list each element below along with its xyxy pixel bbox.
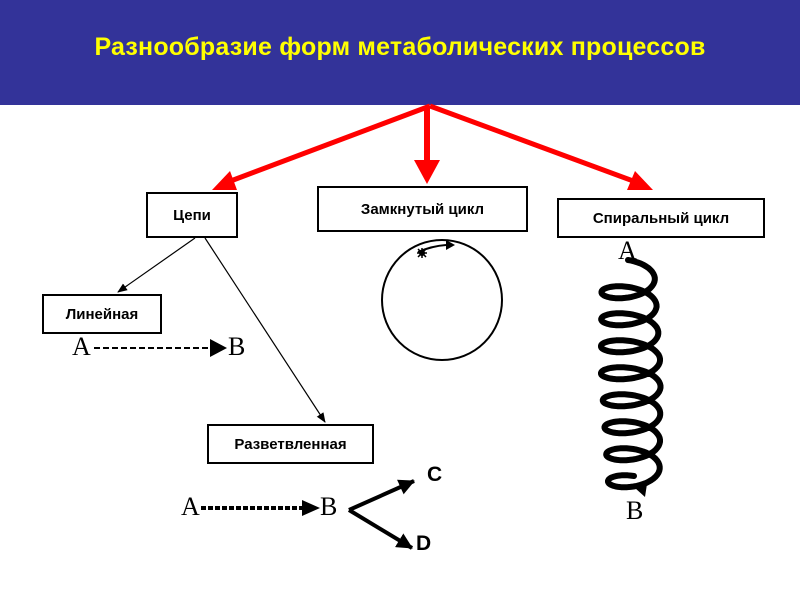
node-spiral-cycle: Спиральный цикл bbox=[557, 198, 765, 238]
branched-arrowhead bbox=[302, 500, 320, 516]
arrow-b-to-c bbox=[348, 479, 415, 512]
node-closed-cycle-label: Замкнутый цикл bbox=[360, 200, 485, 218]
title-banner: Разнообразие форм метаболических процесс… bbox=[0, 0, 800, 105]
cycle-start-marker bbox=[417, 248, 427, 258]
node-chains: Цепи bbox=[146, 192, 238, 238]
spiral-arrowhead bbox=[635, 484, 647, 497]
node-branched: Разветвленная bbox=[207, 424, 374, 464]
closed-cycle-circle bbox=[381, 239, 503, 361]
branched-label-c: C bbox=[427, 463, 443, 486]
red-arrowhead-closed-cycle bbox=[414, 160, 440, 184]
spiral-coil bbox=[598, 257, 664, 491]
arrow-chains-to-branched bbox=[204, 237, 326, 423]
branched-label-b: B bbox=[320, 492, 338, 521]
linear-label-b: B bbox=[228, 332, 246, 361]
arrow-b-to-d bbox=[347, 508, 414, 550]
cycle-arrowhead bbox=[446, 240, 455, 250]
page-title: Разнообразие форм метаболических процесс… bbox=[94, 33, 706, 61]
spiral-label-b: B bbox=[626, 496, 644, 525]
node-branched-label: Разветвленная bbox=[234, 435, 347, 453]
branched-label-d: D bbox=[416, 532, 432, 555]
node-spiral-cycle-label: Спиральный цикл bbox=[592, 209, 730, 227]
red-arrow-to-spiral-cycle bbox=[429, 103, 637, 185]
branched-label-a: A bbox=[181, 492, 200, 521]
node-linear-label: Линейная bbox=[65, 305, 139, 323]
node-linear: Линейная bbox=[42, 294, 162, 334]
arrow-chains-to-linear bbox=[117, 237, 196, 293]
red-arrows bbox=[212, 103, 653, 190]
linear-arrowhead bbox=[210, 339, 227, 357]
red-arrow-to-chains bbox=[227, 103, 431, 185]
red-arrowhead-chains bbox=[212, 171, 237, 190]
node-closed-cycle: Замкнутый цикл bbox=[317, 186, 528, 232]
node-chains-label: Цепи bbox=[173, 206, 211, 224]
spiral-label-a: A bbox=[618, 236, 637, 265]
red-arrowhead-spiral-cycle bbox=[627, 171, 653, 190]
linear-label-a: A bbox=[72, 332, 91, 361]
